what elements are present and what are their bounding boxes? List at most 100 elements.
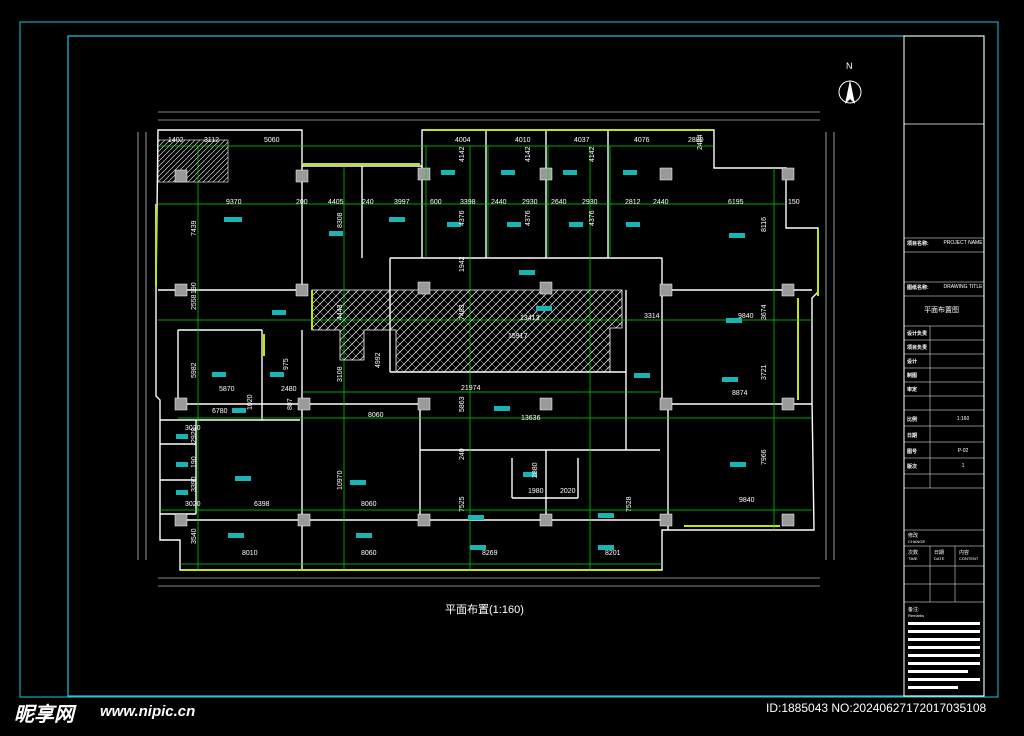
dimension-label: 8269 xyxy=(482,550,498,557)
dimension-label: 3390 xyxy=(191,476,198,492)
dimension-label: 10970 xyxy=(337,470,344,490)
dimension-label: 5982 xyxy=(191,362,198,378)
dimension-label: 3721 xyxy=(761,364,768,380)
dimension-label: 4376 xyxy=(525,210,532,226)
dimension-label: 4037 xyxy=(574,137,590,144)
dimension-label: 240 xyxy=(459,448,466,460)
dimension-label: 7525 xyxy=(459,496,466,512)
dimension-label: 2880 xyxy=(688,137,704,144)
dimension-label: 3997 xyxy=(394,199,410,206)
tb-audit: 审定 xyxy=(905,384,985,398)
dimension-label: 4004 xyxy=(455,137,471,144)
dimension-label: 200 xyxy=(296,199,308,206)
tb-number-val: P-02 xyxy=(957,448,969,454)
tb-review: 项目负责 xyxy=(905,342,985,356)
watermark-id: ID:1885043 NO:20240627172017035108 xyxy=(766,701,987,715)
dimension-label: 9370 xyxy=(226,199,242,206)
tb-change-key: 修改 xyxy=(908,533,919,539)
tb-design: 设计负责 xyxy=(905,328,985,342)
dimension-label: 190 xyxy=(191,282,198,294)
tb-check: 制图 xyxy=(905,370,985,384)
dimension-label: 3108 xyxy=(337,366,344,382)
tb-col-1: 次数 xyxy=(908,550,919,556)
tb-change-sub: CHANGE xyxy=(908,539,926,544)
dimension-label: 190 xyxy=(191,456,198,468)
watermark-logo: 昵享网 xyxy=(14,704,74,726)
dimension-label: 975 xyxy=(283,358,290,370)
tb-col-2-sub: DATE xyxy=(934,556,945,561)
dimension-label: 6780 xyxy=(212,408,228,415)
tb-drafter-key: 设计 xyxy=(907,359,918,365)
tb-scale: 比例 1:160 xyxy=(905,414,985,428)
dimension-label: 2930 xyxy=(582,199,598,206)
dimension-label: 6195 xyxy=(728,199,744,206)
tb-drawing-name-key: 图纸名称: xyxy=(907,285,929,291)
dimension-label: 7966 xyxy=(761,449,768,465)
tb-scale-key: 比例 xyxy=(907,417,918,423)
tb-col-2: 日期 xyxy=(934,550,945,556)
dimension-label: 8308 xyxy=(337,212,344,228)
tb-date: 日期 xyxy=(905,430,985,444)
dimension-label: 5870 xyxy=(219,386,235,393)
tb-number: 图号 P-02 xyxy=(905,446,985,460)
drawing-caption: 平面布置(1:160) xyxy=(445,604,524,616)
dimension-label: 1980 xyxy=(528,488,544,495)
dimension-label: 2440 xyxy=(491,199,507,206)
tb-version: 版次 1 xyxy=(905,461,985,475)
dimension-label: 3540 xyxy=(191,528,198,544)
dimension-label: 2920 xyxy=(191,427,198,443)
title-block-frame xyxy=(903,35,985,697)
stair-hatch xyxy=(157,139,229,183)
tb-check-key: 制图 xyxy=(907,373,918,379)
dimension-label: 15917 xyxy=(508,333,528,340)
tb-version-key: 版次 xyxy=(907,464,918,470)
tb-col-1-sub: TIME xyxy=(908,556,918,561)
dimension-label: 8010 xyxy=(242,550,258,557)
dimension-label: 9840 xyxy=(739,497,755,504)
dimension-label: 1402 xyxy=(168,137,184,144)
dimension-label: 2640 xyxy=(551,199,567,206)
dimension-label: 4076 xyxy=(634,137,650,144)
tb-col-3-sub: CONTENT xyxy=(959,556,979,561)
tb-remarks-key: 备注: xyxy=(908,607,920,613)
tb-project-name: 项目名称: PROJECT NAME xyxy=(905,238,985,252)
dimension-label: 4142 xyxy=(525,146,532,162)
dimension-label: 4142 xyxy=(589,146,596,162)
dimension-label: 150 xyxy=(788,199,800,206)
tb-drawing-title: 平面布置图 xyxy=(924,307,959,314)
dimension-label: 5863 xyxy=(459,396,466,412)
dimension-label: 240 xyxy=(362,199,374,206)
dimension-label: 8201 xyxy=(605,550,621,557)
tb-project-name-key: 项目名称: xyxy=(907,241,929,247)
dimension-label: 7528 xyxy=(626,496,633,512)
dimension-label: 13636 xyxy=(521,415,541,422)
tb-design-key: 设计负责 xyxy=(907,331,928,337)
tb-remarks-sub: Remarks xyxy=(908,613,925,618)
dimension-label: 2480 xyxy=(281,386,297,393)
dimension-label: 4443 xyxy=(337,304,344,320)
dimension-label: 2558 xyxy=(191,294,198,310)
dimension-label: 7439 xyxy=(191,220,198,236)
dimension-label: 21974 xyxy=(461,385,481,392)
tb-project-name-val: PROJECT NAME xyxy=(943,240,983,246)
dimension-label: 2880 xyxy=(532,462,539,478)
dimension-label: 4992 xyxy=(375,352,382,368)
dimension-label: 8060 xyxy=(368,412,384,419)
dimension-label: 2440 xyxy=(653,199,669,206)
dimension-label: 2812 xyxy=(625,199,641,206)
dimension-label: 3020 xyxy=(185,425,201,432)
tb-version-val: 1 xyxy=(961,463,965,469)
tb-drawing-name-val: DRAWING TITLE xyxy=(943,284,983,290)
dimension-label: 8060 xyxy=(361,501,377,508)
dimension-label: 4010 xyxy=(515,137,531,144)
dimension-label: 4142 xyxy=(459,146,466,162)
dimension-label: 8060 xyxy=(361,550,377,557)
tb-drawing-name: 图纸名称: DRAWING TITLE xyxy=(905,282,985,296)
dimension-label: 1020 xyxy=(247,394,254,410)
dimension-label: 4376 xyxy=(459,210,466,226)
dimension-label: 13413 xyxy=(520,315,540,322)
tb-drafter: 设计 xyxy=(905,356,985,370)
tb-col-3: 内容 xyxy=(959,550,970,556)
